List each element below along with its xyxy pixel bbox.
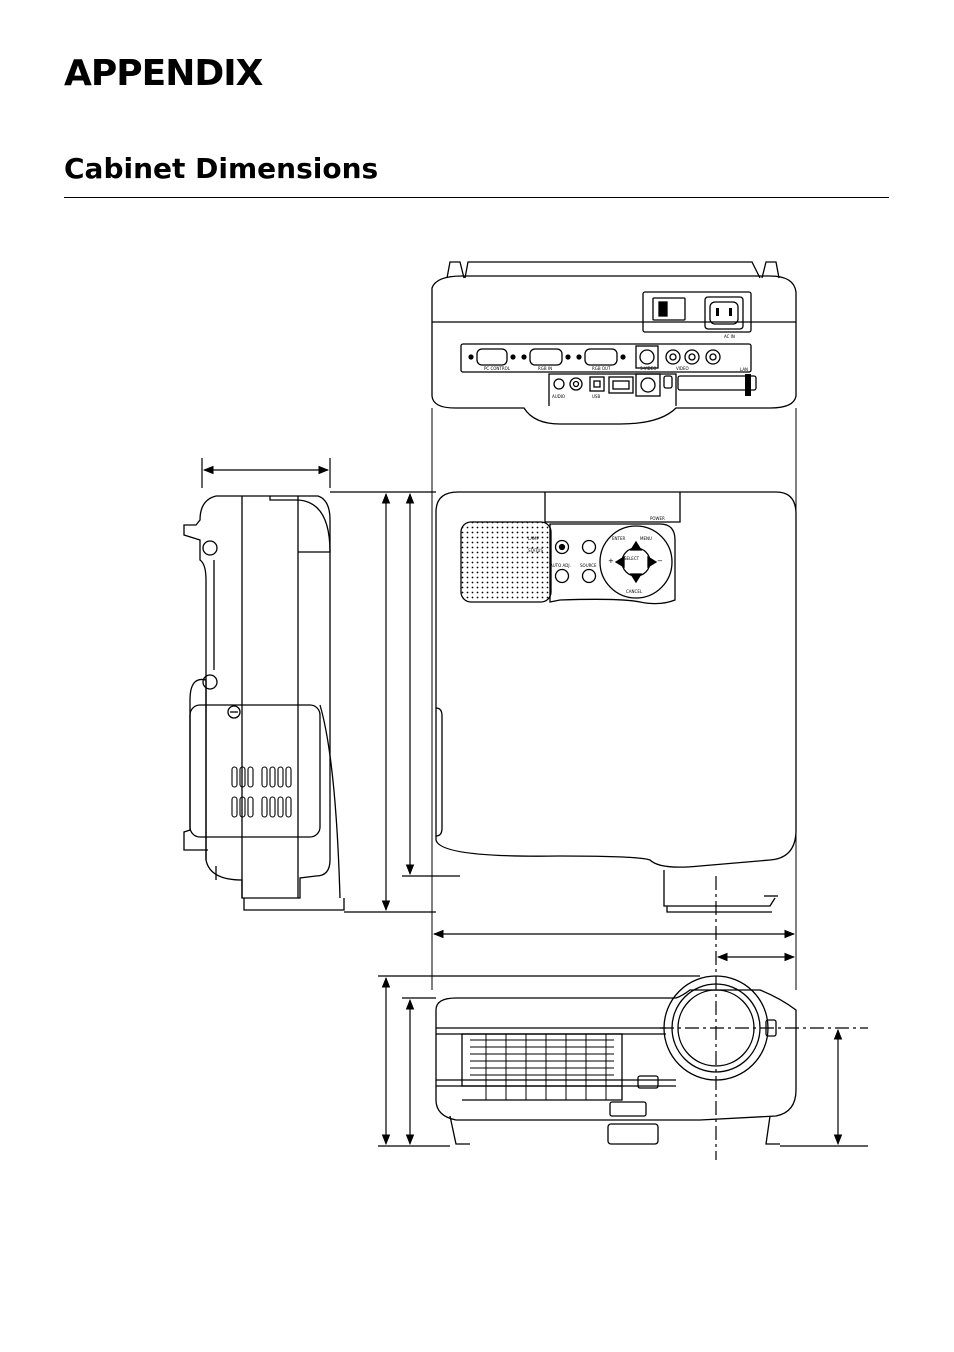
- source-label: SOURCE: [580, 563, 597, 568]
- section-divider: [64, 197, 889, 198]
- svg-text:+: +: [608, 557, 614, 565]
- s-video-label: S-VIDEO: [640, 366, 656, 371]
- usb-label: USB: [592, 394, 600, 399]
- rgb-in-1-label: RGB IN: [538, 366, 552, 371]
- video-label: VIDEO: [676, 366, 689, 371]
- ac-in-label: AC IN: [724, 334, 735, 339]
- auto-adjust-label: AUTO ADJ.: [550, 563, 571, 568]
- power-label: POWER: [650, 516, 665, 521]
- select-label: SELECT: [624, 556, 640, 561]
- enter-label: ENTER: [612, 536, 625, 541]
- menu-label: MENU: [640, 536, 652, 541]
- page-title: APPENDIX: [64, 53, 263, 94]
- lan-label: LAN: [740, 367, 748, 372]
- section-title: Cabinet Dimensions: [64, 152, 379, 185]
- front-view: [435, 975, 797, 1145]
- top-view: SELECT POWER MENU ENTER CANCEL SOURCE AU…: [435, 491, 797, 913]
- cancel-label: CANCEL: [626, 589, 643, 594]
- rear-view: AC IN PC CONTROL RGB IN RGB OUT S-VIDEO …: [431, 261, 797, 425]
- svg-text:−: −: [657, 557, 663, 565]
- status-label: STATUS: [528, 548, 543, 553]
- pc-control-label: PC CONTROL: [484, 366, 511, 371]
- rgb-out-label: RGB OUT: [592, 366, 611, 371]
- lamp-label: LAMP: [528, 536, 540, 541]
- audio-label: AUDIO: [552, 394, 565, 399]
- side-view: [183, 495, 345, 911]
- dimension-lines: [201, 458, 868, 1160]
